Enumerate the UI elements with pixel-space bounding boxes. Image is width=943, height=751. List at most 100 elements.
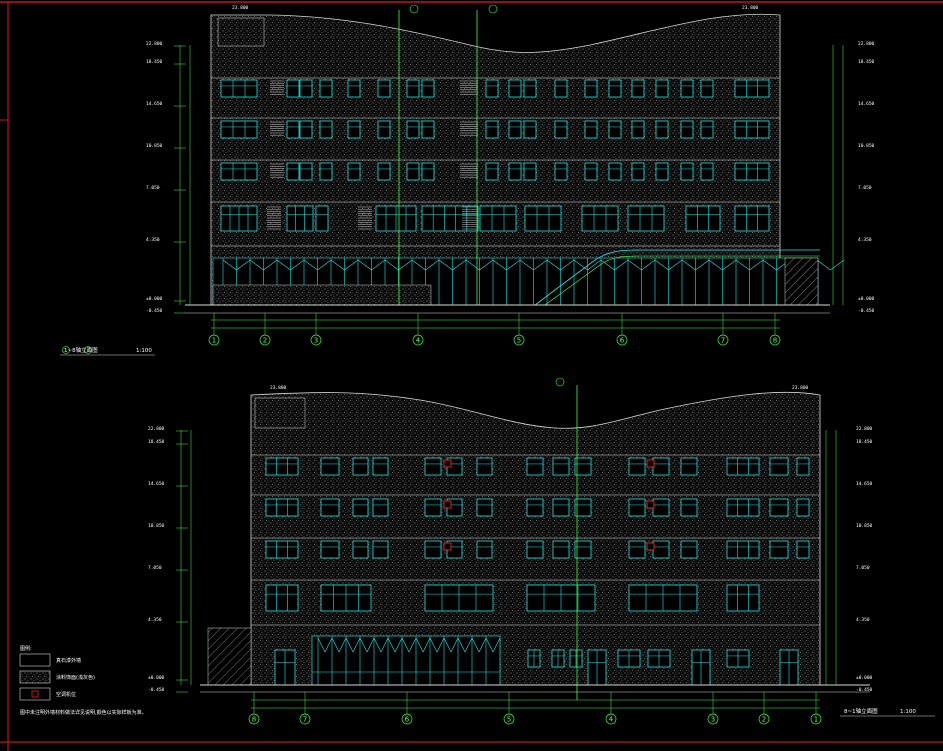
svg-text:23.800: 23.800 — [270, 385, 287, 391]
svg-text:23.800: 23.800 — [232, 5, 249, 11]
window-top-r2-c16 — [680, 162, 694, 181]
bottom-level-left-7: -0.450 — [148, 687, 165, 693]
louver — [462, 206, 478, 230]
window-top-r1-c13 — [608, 120, 622, 139]
window-bottom-r3-c2 — [424, 584, 494, 612]
top-axis-label-0: 1 — [212, 337, 216, 345]
bottom-axis-label-3: 5 — [507, 716, 511, 724]
window-bottom-r2-c11 — [652, 540, 670, 559]
legend-label-1: 涂料饰面(浅灰色) — [56, 674, 95, 681]
bottom-level-left-0: 22.800 — [148, 426, 165, 432]
louver — [460, 121, 478, 136]
window-bottom-r1-c9 — [574, 498, 592, 517]
window-bottom-r2-c7 — [526, 540, 544, 559]
door-bottom-3 — [569, 649, 583, 668]
door-bottom-8 — [726, 649, 750, 668]
window-top-r0-c1 — [286, 79, 300, 98]
window-top-r3-c2 — [315, 205, 329, 232]
window-bottom-r2-c8 — [552, 540, 570, 559]
window-bottom-r3-c5 — [726, 584, 760, 612]
ac-unit-marker-r0-0 — [443, 459, 452, 468]
bottom-level-left-4: 7.050 — [148, 565, 162, 571]
window-bottom-r1-c12 — [680, 498, 698, 517]
bottom-level-right-3: 10.850 — [856, 523, 873, 529]
window-top-r1-c10 — [523, 120, 537, 139]
window-bottom-r2-c2 — [352, 540, 369, 559]
bottom-level-left-5: 4.350 — [148, 617, 162, 623]
window-top-r0-c4 — [347, 79, 361, 98]
window-top-r2-c5 — [377, 162, 391, 181]
window-bottom-r0-c0 — [265, 457, 299, 476]
window-top-r2-c17 — [700, 162, 714, 181]
window-bottom-r0-c9 — [574, 457, 592, 476]
window-top-r0-c9 — [508, 79, 522, 98]
window-top-r2-c4 — [347, 162, 361, 181]
top-level-left-6: ±0.000 — [146, 296, 163, 302]
window-top-r0-c15 — [655, 79, 669, 98]
window-top-r1-c7 — [421, 120, 435, 139]
window-top-r2-c7 — [421, 162, 435, 181]
legend: 图例: 真石漆外墙 涂料饰面(浅灰色) 空调机位 图中未注明外墙材料做法详见说明… — [19, 645, 147, 716]
window-top-r3-c6 — [524, 205, 562, 232]
bottom-axis-bubble-2 — [401, 713, 413, 725]
window-top-r1-c15 — [655, 120, 669, 139]
window-top-r2-c15 — [655, 162, 669, 181]
window-top-r2-c9 — [508, 162, 522, 181]
top-axis-bubble-1 — [259, 334, 271, 346]
top-axis-bubble-0 — [208, 334, 220, 346]
window-bottom-r3-c3 — [526, 584, 596, 612]
window-bottom-r0-c2 — [352, 457, 369, 476]
ac-unit-marker-r1-0 — [443, 500, 452, 509]
top-level-right-1: 18.450 — [858, 59, 875, 65]
top-level-left-0: 22.800 — [146, 41, 163, 47]
top-axis-label-3: 4 — [416, 337, 421, 345]
bottom-level-left-1: 18.450 — [148, 439, 165, 445]
top-level-left-2: 14.650 — [146, 101, 163, 107]
top-axis-bubble-5 — [616, 334, 628, 346]
door-bottom-9 — [779, 649, 799, 686]
window-top-r2-c14 — [631, 162, 645, 181]
bottom-level-right-5: 4.350 — [856, 617, 870, 623]
window-top-r3-c7 — [581, 205, 619, 232]
window-top-r2-c8 — [485, 162, 499, 181]
bottom-level-left-2: 14.650 — [148, 481, 165, 487]
legend-swatch-marker — [31, 690, 39, 698]
bottom-axis-label-1: 7 — [303, 716, 307, 724]
legend-swatch-hatch — [19, 670, 51, 684]
window-bottom-r0-c10 — [628, 457, 646, 476]
window-top-r2-c6 — [406, 162, 420, 181]
window-top-r1-c18 — [734, 120, 770, 139]
window-bottom-r0-c1 — [320, 457, 340, 476]
bottom-level-left-6: ±0.000 — [148, 675, 165, 681]
window-top-r0-c13 — [608, 79, 622, 98]
top-axis-label-4: 5 — [517, 337, 521, 345]
window-top-r3-c1 — [286, 205, 314, 232]
ac-unit-marker-r0-1 — [646, 459, 655, 468]
window-top-r3-c9 — [685, 205, 721, 232]
window-bottom-r2-c6 — [476, 540, 493, 559]
bottom-elevation-scale: 1:100 — [900, 709, 916, 715]
window-top-r0-c16 — [680, 79, 694, 98]
window-top-r0-c7 — [421, 79, 435, 98]
window-bottom-r2-c13 — [726, 540, 760, 559]
window-bottom-r1-c15 — [796, 498, 810, 517]
window-bottom-r1-c8 — [552, 498, 570, 517]
window-top-r1-c9 — [508, 120, 522, 139]
window-bottom-r1-c14 — [769, 498, 789, 517]
ac-unit-marker-r1-1 — [646, 500, 655, 509]
top-axis-bubble-3 — [412, 334, 424, 346]
bottom-axis-label-0: 8 — [252, 716, 256, 724]
bottom-axis-bubble-4 — [605, 713, 617, 725]
door-bottom-1 — [527, 649, 541, 668]
window-top-r3-c10 — [734, 205, 770, 232]
svg-text:23.800: 23.800 — [742, 5, 759, 11]
bottom-level-right-0: 22.800 — [856, 426, 873, 432]
top-level-right-3: 10.850 — [858, 143, 875, 149]
bottom-axis-label-4: 4 — [609, 716, 614, 724]
top-level-right-7: -0.450 — [858, 308, 875, 314]
bottom-level-right-7: -0.450 — [856, 687, 873, 693]
top-axis-label-7: 8 — [773, 337, 777, 345]
window-top-r3-c5 — [479, 205, 517, 232]
ac-unit-marker-r2-1 — [646, 542, 655, 551]
